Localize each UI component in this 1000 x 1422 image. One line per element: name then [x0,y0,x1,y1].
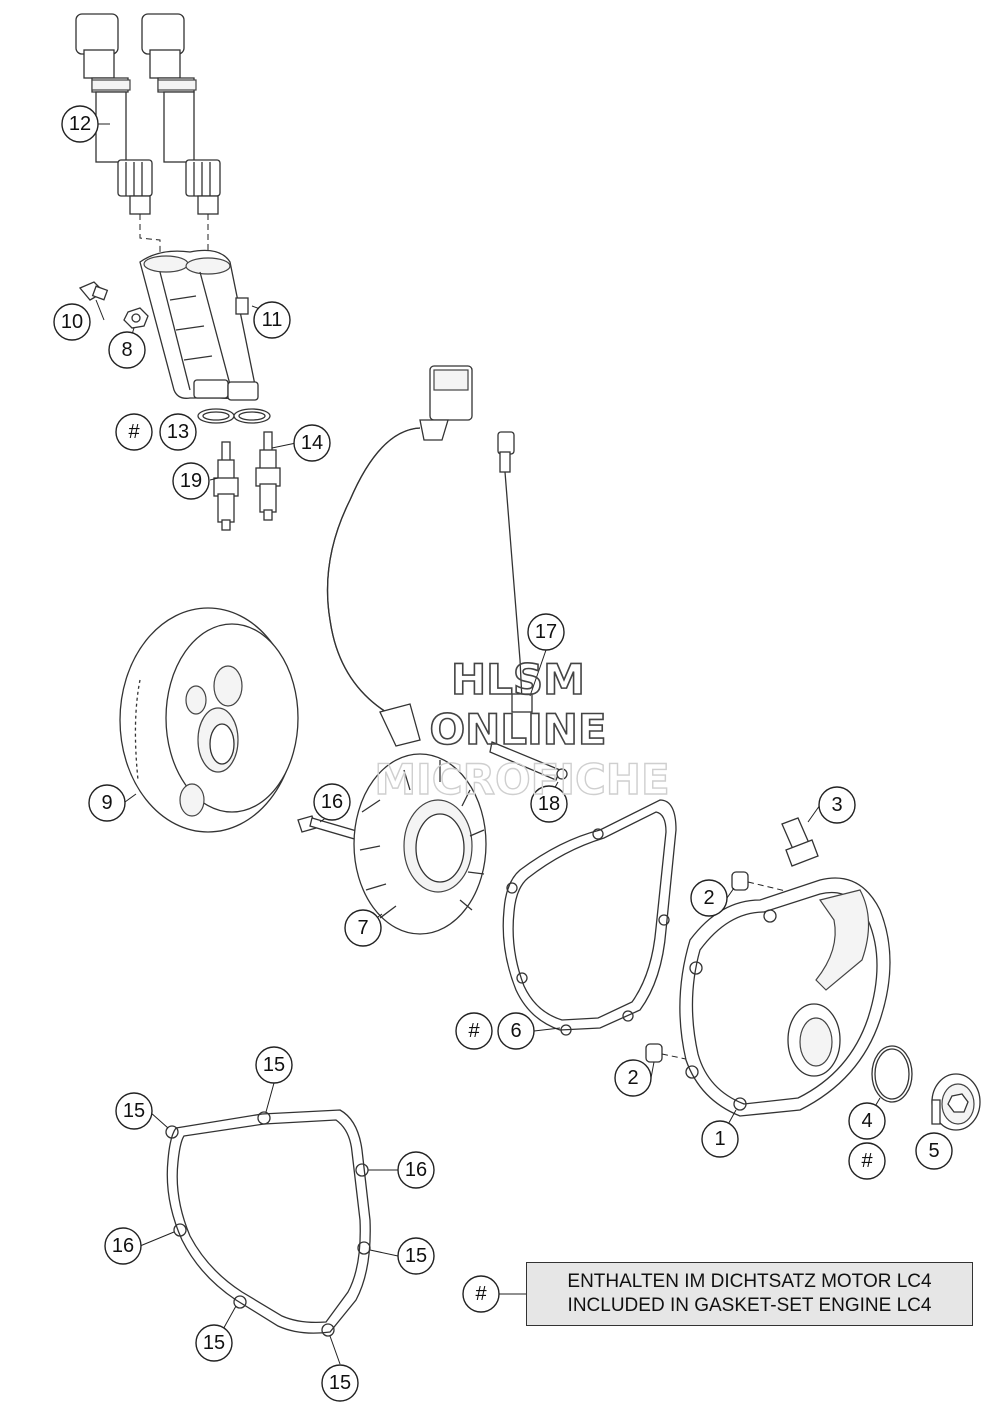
legend-text-en: INCLUDED IN GASKET-SET ENGINE LC4 [567,1295,932,1316]
watermark-line1: HLSM [451,655,585,704]
callout-2-bottom: 2 [614,1059,652,1097]
bolt-10 [78,281,109,301]
callout-9: 9 [88,784,126,822]
svg-text:16: 16 [405,1159,427,1181]
svg-text:9: 9 [101,792,112,814]
legend-text-de: ENTHALTEN IM DICHTSATZ MOTOR LC4 [567,1271,932,1292]
svg-text:15: 15 [405,1245,427,1267]
stator [353,753,487,935]
svg-text:#: # [475,1283,487,1305]
svg-text:4: 4 [861,1110,872,1132]
legend-box: ENTHALTEN IM DICHTSATZ MOTOR LC4 INCLUDE… [526,1262,973,1326]
svg-text:17: 17 [535,621,557,643]
svg-text:14: 14 [301,432,323,454]
callout-15-right: 15 [397,1237,435,1275]
o-ring-4 [871,1045,913,1103]
callout-16-right: 16 [397,1151,435,1189]
stator-harness [326,365,473,747]
callout-hash-6: # [455,1012,493,1050]
gasket-sealing-diagram [165,1109,371,1337]
callout-19: 19 [172,462,210,500]
callout-11: 11 [253,301,291,339]
dowel-pins [645,871,791,1063]
callout-4: 4 [848,1102,886,1140]
svg-text:11: 11 [262,309,283,331]
callout-2-top: 2 [690,879,728,917]
pulse-sensor [489,431,568,781]
svg-text:19: 19 [180,470,202,492]
callout-hash-4: # [848,1142,886,1180]
callout-17: 17 [527,613,565,651]
callout-15-bottom-left: 15 [195,1324,233,1362]
callout-7: 7 [344,909,382,947]
watermark: HLSM ONLINE MICROFICHE [374,654,671,805]
coil-holder [139,249,259,401]
cover-gasket [502,799,677,1036]
svg-text:13: 13 [167,421,189,443]
callout-1: 1 [701,1120,739,1158]
callout-15-upper-left: 15 [115,1092,153,1130]
screw-plug-5 [931,1073,981,1131]
flywheel [119,607,299,833]
callout-6: 6 [497,1012,535,1050]
svg-text:1: 1 [714,1128,725,1150]
svg-text:16: 16 [112,1235,134,1257]
svg-text:#: # [468,1020,480,1042]
svg-text:6: 6 [510,1020,521,1042]
watermark-line2: ONLINE [429,705,606,754]
svg-text:16: 16 [321,791,343,813]
callout-hash-13: # [115,413,153,451]
svg-text:18: 18 [538,793,560,815]
cable-clip [781,817,819,867]
callout-5: 5 [915,1132,953,1170]
callout-10: 10 [53,303,91,341]
svg-text:15: 15 [263,1054,285,1076]
svg-text:15: 15 [123,1100,145,1122]
svg-text:7: 7 [357,917,368,939]
callout-8: 8 [108,331,146,369]
spark-plugs [213,431,281,531]
svg-text:8: 8 [121,339,132,361]
callout-16-stator: 16 [313,783,351,821]
callout-18: 18 [530,785,568,823]
svg-text:3: 3 [831,794,842,816]
callout-15-top: 15 [255,1046,293,1084]
callout-14: 14 [293,424,331,462]
callout-15-bottom: 15 [321,1364,359,1402]
callout-16-left: 16 [104,1227,142,1265]
svg-text:5: 5 [928,1140,939,1162]
svg-text:2: 2 [703,887,714,909]
legend-symbol: # [462,1275,500,1313]
svg-text:#: # [128,421,140,443]
svg-text:12: 12 [69,113,91,135]
svg-text:#: # [861,1150,873,1172]
ignition-coils [75,13,221,262]
svg-text:10: 10 [61,311,83,333]
svg-text:2: 2 [627,1067,638,1089]
o-rings [197,408,271,424]
callout-12: 12 [61,105,99,143]
nut-8 [123,307,149,329]
watermark-line3: MICROFICHE [374,755,669,804]
callout-13: 13 [159,413,197,451]
svg-text:15: 15 [203,1332,225,1354]
generator-cover [679,877,891,1117]
svg-text:15: 15 [329,1372,351,1394]
callout-3: 3 [818,786,856,824]
